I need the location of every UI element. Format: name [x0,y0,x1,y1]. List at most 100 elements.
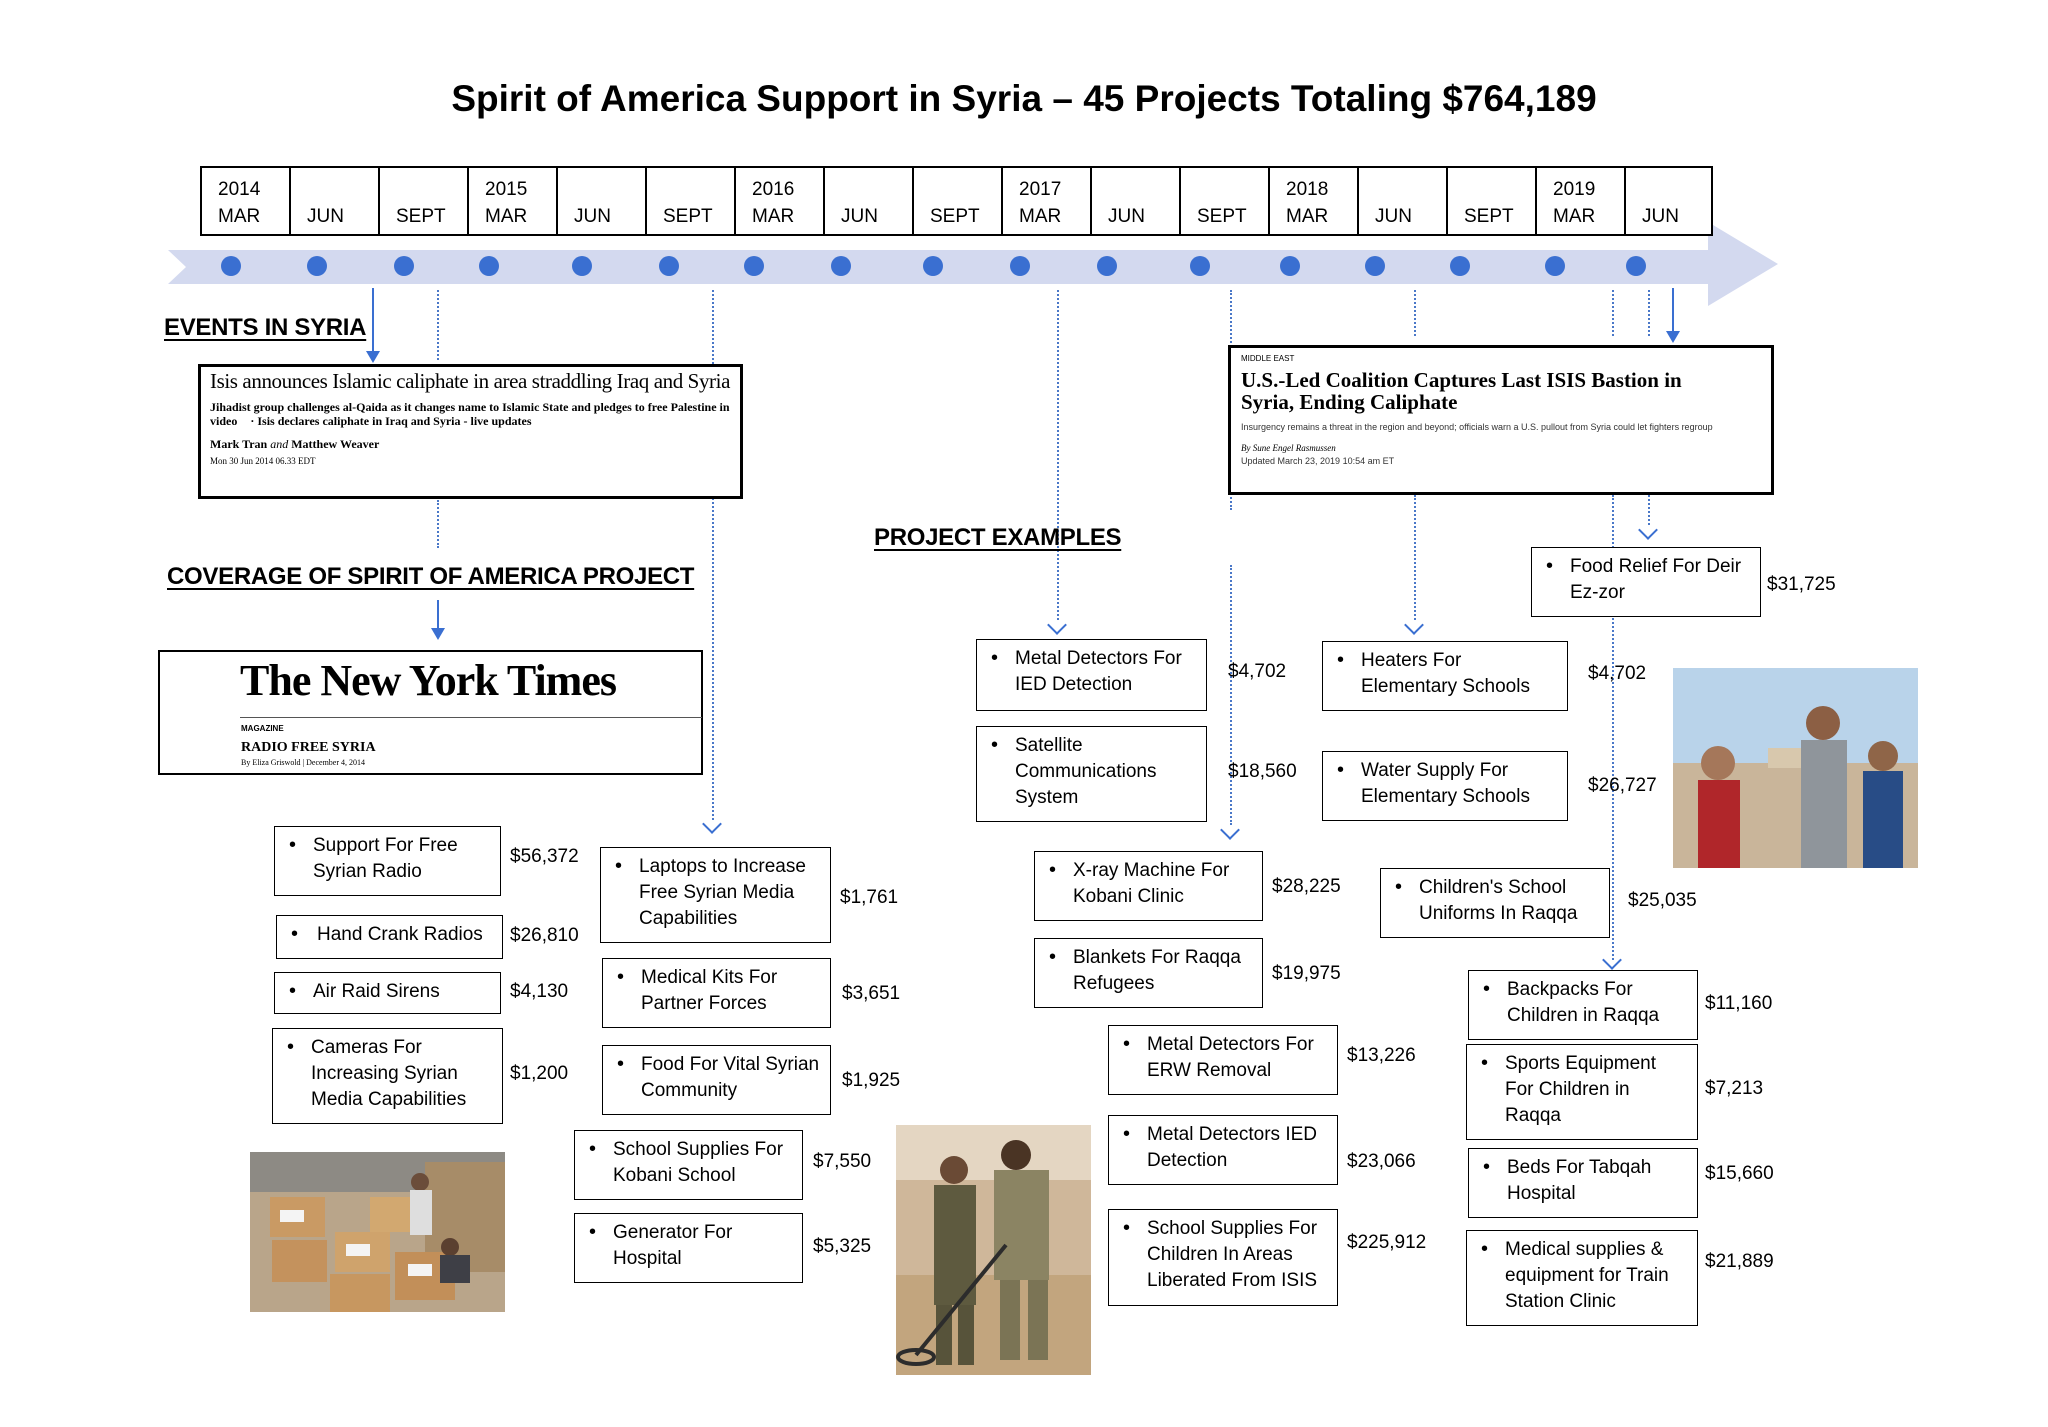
project-item: Food For Vital Syrian Community [602,1045,831,1115]
project-item: Children's School Uniforms In Raqqa [1380,868,1610,938]
photo-supply-boxes [250,1152,505,1312]
nyt-article: The New York Times MAGAZINE RADIO FREE S… [158,650,703,775]
project-item: Support For Free Syrian Radio [274,826,501,896]
timeline-dot [1280,256,1300,276]
timeline-cell: JUN [823,166,912,236]
timeline-dot [479,256,499,276]
article-headline: RADIO FREE SYRIA [241,740,376,755]
project-item: Beds For Tabqah Hospital [1468,1148,1698,1218]
project-item: Metal Detectors For IED Detection [976,639,1207,711]
project-item: Laptops to Increase Free Syrian Media Ca… [600,847,831,943]
project-amount: $4,702 [1228,661,1287,682]
project-item: Cameras For Increasing Syrian Media Capa… [272,1028,503,1124]
project-amount: $5,325 [813,1236,872,1257]
project-amount: $19,975 [1272,963,1341,984]
connector-line [1612,290,1614,336]
article-byline: By Eliza Griswold | December 4, 2014 [241,758,366,767]
project-item: Air Raid Sirens [274,972,501,1014]
project-amount: $23,066 [1347,1151,1416,1172]
article-author-and: and [270,437,289,451]
nyt-masthead: The New York Times [240,656,617,705]
timeline-cell: SEPT [645,166,734,236]
timeline-cell: SEPT [1446,166,1535,236]
project-item: Blankets For Raqqa Refugees [1034,938,1263,1008]
project-item: Water Supply For Elementary Schools [1322,751,1568,821]
article-updated: Updated March 23, 2019 10:54 am ET [1241,456,1395,466]
article-related-link[interactable]: Isis declares caliphate in Iraq and Syri… [257,414,532,428]
event-arrow [372,288,374,354]
arrow-head [1404,615,1424,635]
project-item: Metal Detectors IED Detection [1108,1115,1338,1185]
project-item: Satellite Communications System [976,726,1207,822]
project-item: School Supplies For Kobani School [574,1130,803,1200]
timeline-dot [221,256,241,276]
page-title: Spirit of America Support in Syria – 45 … [451,78,1597,119]
timeline-cell: JUN [1624,166,1713,236]
project-amount: $1,761 [840,887,899,908]
guardian-article: Isis announces Islamic caliphate in area… [198,364,743,499]
connector-line [1612,495,1614,960]
arrow-head [431,628,445,640]
timeline-dot [1010,256,1030,276]
timeline-cell: JUN [1357,166,1446,236]
arrow-head [702,814,722,834]
project-item: Food Relief For Deir Ez-zor [1531,547,1761,617]
project-amount: $31,725 [1767,574,1836,595]
project-amount: $26,810 [510,925,579,946]
project-amount: $1,925 [842,1070,901,1091]
timeline-dot [1097,256,1117,276]
project-item: Medical Kits For Partner Forces [602,958,831,1028]
project-amount: $18,560 [1228,761,1297,782]
connector-line [437,500,439,548]
arrow-head [1602,950,1622,970]
connector-line [1414,495,1416,620]
project-item: Metal Detectors For ERW Removal [1108,1025,1338,1095]
article-section: MAGAZINE [241,724,284,733]
projects-heading: PROJECT EXAMPLES [874,524,1122,551]
project-item: X-ray Machine For Kobani Clinic [1034,851,1263,921]
connector-line [1414,290,1416,336]
article-headline: U.S.-Led Coalition Captures Last ISIS Ba… [1241,368,1682,414]
timeline-cell: SEPT [1179,166,1268,236]
project-amount: $21,889 [1705,1251,1774,1272]
photo-children [1673,668,1918,868]
article-standfirst: Jihadist group challenges al-Qaida as it… [210,400,730,428]
arrow-head [1220,820,1240,840]
timeline-dot [307,256,327,276]
project-amount: $7,213 [1705,1078,1764,1099]
project-amount: $25,035 [1628,890,1697,911]
project-amount: $1,200 [510,1063,569,1084]
article-date: Mon 30 Jun 2014 06.33 EDT [210,456,316,466]
arrow-head [1638,520,1658,540]
timeline-dot [572,256,592,276]
timeline-cell: SEPT [912,166,1001,236]
photo-metal-detector [896,1125,1091,1375]
connector-line [1648,290,1650,336]
project-item: Medical supplies & equipment for Train S… [1466,1230,1698,1326]
arrow-head [366,351,380,363]
project-amount: $13,226 [1347,1045,1416,1066]
coverage-arrow [437,600,439,632]
project-amount: $4,130 [510,981,569,1002]
timeline-dot [1626,256,1646,276]
timeline-dot [1190,256,1210,276]
timeline-dot [394,256,414,276]
project-amount: $3,651 [842,983,901,1004]
project-amount: $56,372 [510,846,579,867]
project-item: School Supplies For Children In Areas Li… [1108,1209,1338,1306]
arrow-head [1666,331,1680,343]
article-headline: Isis announces Islamic caliphate in area… [210,369,730,393]
project-amount: $11,160 [1705,993,1773,1014]
connector-line [437,290,439,360]
timeline-dot [1450,256,1470,276]
project-item: Heaters For Elementary Schools [1322,641,1568,711]
timeline-dot [1545,256,1565,276]
project-amount: $15,660 [1705,1163,1774,1184]
timeline-dot [1365,256,1385,276]
project-amount: $28,225 [1272,876,1341,897]
